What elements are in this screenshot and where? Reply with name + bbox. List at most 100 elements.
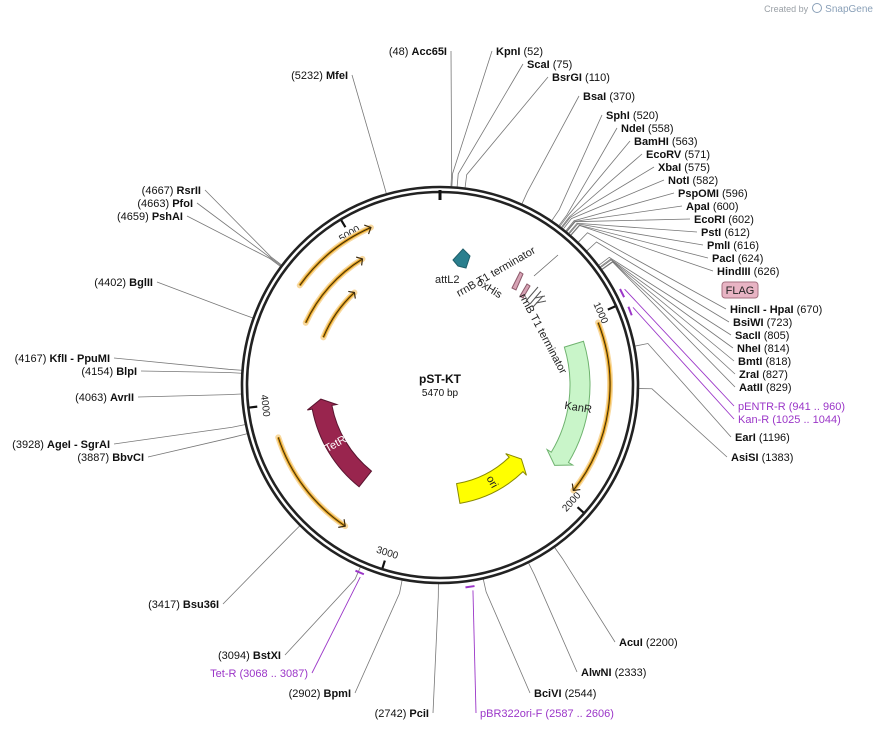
site-sacii[interactable]: SacII (805)	[735, 330, 789, 342]
site-rsrii[interactable]: (4667) RsrII	[142, 185, 201, 197]
site-nhei[interactable]: NheI (814)	[737, 343, 790, 355]
site-acui[interactable]: AcuI (2200)	[619, 637, 678, 649]
site-ecorv[interactable]: EcoRV (571)	[646, 149, 710, 161]
site-paci[interactable]: PacI (624)	[712, 253, 763, 265]
leader-bsrgi	[464, 76, 549, 188]
site-sphi[interactable]: SphI (520)	[606, 110, 659, 122]
site-hindiii[interactable]: HindIII (626)	[717, 266, 779, 278]
site-bsiwi[interactable]: BsiWI (723)	[733, 317, 792, 329]
site-eari[interactable]: EarI (1196)	[735, 432, 790, 444]
site-bamhi[interactable]: BamHI (563)	[634, 136, 698, 148]
site-mfei[interactable]: (5232) MfeI	[291, 70, 348, 82]
primer-mark-tet-r[interactable]	[355, 569, 365, 576]
site-paci-pos: (624)	[738, 253, 764, 265]
site-bsai-pos: (370)	[609, 91, 635, 103]
flag-tag-box[interactable]	[721, 281, 759, 299]
tick-3000	[381, 560, 386, 569]
leader-psti	[568, 222, 698, 234]
leader-pfoi	[196, 202, 282, 266]
primer-tet-r[interactable]: Tet-R (3068 .. 3087)	[210, 668, 308, 680]
site-pfoi-name: PfoI	[172, 198, 193, 210]
primer-mark-pbr322ori-f[interactable]	[465, 585, 475, 589]
site-hincii[interactable]: HincII - HpaI (670)	[730, 304, 822, 316]
site-ecori[interactable]: EcoRI (602)	[694, 214, 754, 226]
leader-bamhi	[559, 140, 631, 227]
primer-mark-pentr-r[interactable]	[619, 288, 626, 298]
6xhis-feature[interactable]	[511, 271, 524, 291]
attl2-feature[interactable]	[452, 248, 471, 269]
orf-core-3	[305, 258, 363, 324]
primer-pbr322ori-f[interactable]: pBR322ori-F (2587 .. 2606)	[480, 708, 614, 720]
leader-nhei	[599, 258, 734, 349]
site-hincii-name: HincII	[730, 304, 760, 316]
tick-1000	[607, 305, 616, 311]
site-bcivi[interactable]: BciVI (2544)	[534, 688, 596, 700]
feature-ori[interactable]	[456, 453, 527, 504]
site-kpni[interactable]: KpnI (52)	[496, 46, 543, 58]
backbone-outer-ring	[240, 185, 640, 585]
primer-pentr-r[interactable]: pENTR-R (941 .. 960)	[738, 401, 845, 413]
site-xbai-pos: (575)	[684, 162, 710, 174]
site-psti[interactable]: PstI (612)	[701, 227, 750, 239]
primer-mark-kan-r[interactable]	[627, 306, 633, 316]
site-labels: (48) Acc65I KpnI (52)ScaI (75)BsrGI (110)…	[12, 46, 822, 720]
site-kfli[interactable]: (4167) KflI - PpuMI	[15, 353, 110, 365]
site-bsai[interactable]: BsaI (370)	[583, 91, 635, 103]
site-avrii-name: AvrII	[110, 392, 134, 404]
site-paci-name: PacI	[712, 253, 735, 265]
site-noti[interactable]: NotI (582)	[668, 175, 718, 187]
small-features	[452, 248, 559, 308]
site-pspomi[interactable]: PspOMI (596)	[678, 188, 748, 200]
site-bpmi-pos: (2902)	[289, 688, 321, 700]
primer-pentr-r-range: (941 .. 960)	[789, 401, 845, 413]
terminator-glyph-2[interactable]	[534, 295, 547, 304]
site-avrii[interactable]: (4063) AvrII	[75, 392, 134, 404]
site-acc65i[interactable]: (48) Acc65I	[389, 46, 447, 58]
site-leader-lines	[113, 50, 736, 714]
site-bglii[interactable]: (4402) BglII	[94, 277, 153, 289]
site-bsu36i[interactable]: (3417) Bsu36I	[148, 599, 219, 611]
site-pshai-pos: (4659)	[117, 211, 149, 223]
site-sacii-name: SacII	[735, 330, 761, 342]
site-asisi-pos: (1383)	[762, 452, 794, 464]
site-alwni[interactable]: AlwNI (2333)	[581, 667, 646, 679]
primer-kan-r[interactable]: Kan-R (1025 .. 1044)	[738, 414, 841, 426]
site-sphi-pos: (520)	[633, 110, 659, 122]
site-bamhi-name: BamHI	[634, 136, 669, 148]
feature-tetr[interactable]	[307, 398, 373, 488]
primer-leader-pbr322ori-f	[472, 590, 477, 714]
site-agei[interactable]: (3928) AgeI - SgrAI	[12, 439, 110, 451]
tick-5000	[340, 219, 347, 228]
site-bstxi[interactable]: (3094) BstXI	[218, 650, 281, 662]
site-ecorv-pos: (571)	[684, 149, 710, 161]
leader-eari	[635, 343, 732, 438]
leader-agei	[113, 424, 246, 445]
orf-core-2	[299, 227, 372, 286]
site-acc65i-name: Acc65I	[412, 46, 447, 58]
tick-label-3000: 3000	[375, 545, 400, 562]
site-ndei[interactable]: NdeI (558)	[621, 123, 674, 135]
leader-bstxi	[284, 567, 361, 656]
site-pfoi[interactable]: (4663) PfoI	[137, 198, 193, 210]
site-bsrgi[interactable]: BsrGI (110)	[552, 72, 610, 84]
site-apai[interactable]: ApaI (600)	[686, 201, 739, 213]
site-bmti[interactable]: BmtI (818)	[738, 356, 791, 368]
site-sacii-pos: (805)	[764, 330, 790, 342]
site-scai[interactable]: ScaI (75)	[527, 59, 572, 71]
site-asisi[interactable]: AsiSI (1383)	[731, 452, 793, 464]
site-xbai[interactable]: XbaI (575)	[658, 162, 710, 174]
site-pcii[interactable]: (2742) PciI	[375, 708, 429, 720]
site-mfei-name: MfeI	[326, 70, 348, 82]
site-zrai[interactable]: ZraI (827)	[739, 369, 788, 381]
site-bsiwi-name: BsiWI	[733, 317, 764, 329]
site-bbvci[interactable]: (3887) BbvCI	[77, 452, 144, 464]
flag-feature-mark[interactable]	[519, 283, 531, 299]
leader-bbvci	[147, 433, 248, 458]
site-hincii-extra: - HpaI	[763, 304, 794, 316]
feature-kanr[interactable]	[545, 340, 591, 466]
site-bpmi[interactable]: (2902) BpmI	[289, 688, 351, 700]
site-blpi[interactable]: (4154) BlpI	[81, 366, 137, 378]
site-pmli[interactable]: PmlI (616)	[707, 240, 759, 252]
site-aatii[interactable]: AatII (829)	[739, 382, 792, 394]
site-pshai[interactable]: (4659) PshAI	[117, 211, 183, 223]
